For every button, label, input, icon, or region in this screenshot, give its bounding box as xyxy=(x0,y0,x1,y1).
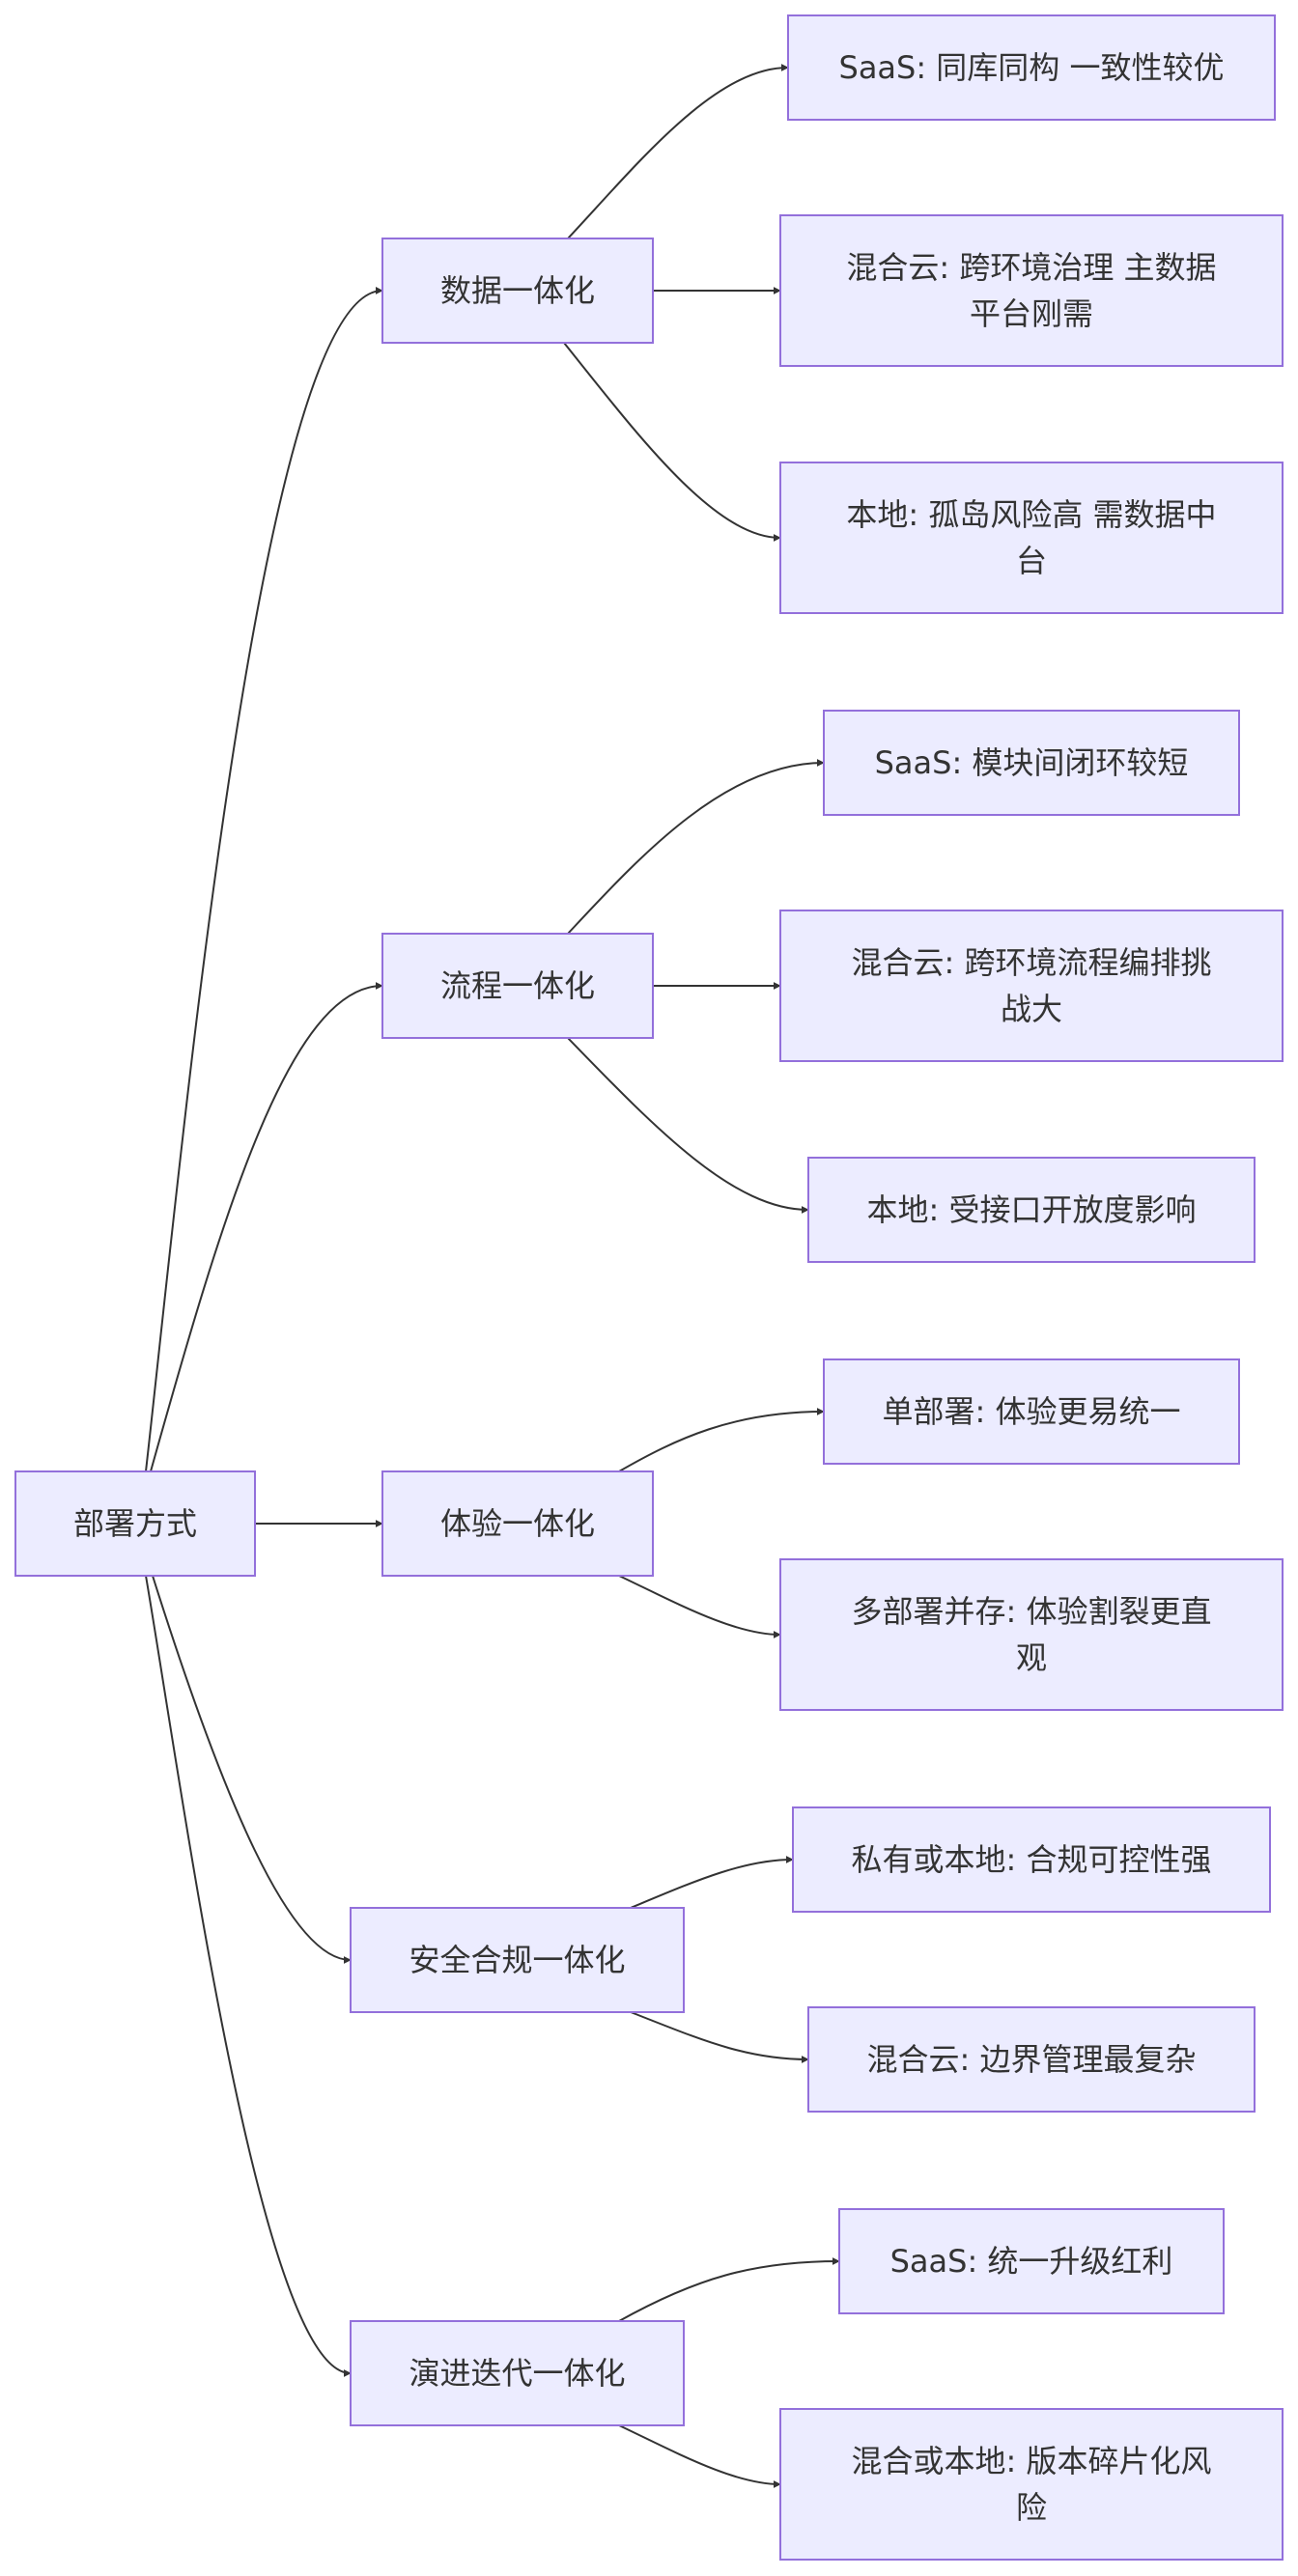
node-box xyxy=(779,910,1284,1062)
node-label-line: 险 xyxy=(1016,2489,1047,2526)
edge-root-proc xyxy=(150,982,383,1472)
edge-arrow xyxy=(563,342,781,542)
edge-arrow xyxy=(567,1037,809,1214)
node-p1: SaaS: 模块间闭环较短 xyxy=(823,710,1240,816)
node-label-line: 演进迭代一体化 xyxy=(409,2355,625,2392)
edge-exp-e1 xyxy=(618,1408,825,1472)
edge-arrow xyxy=(618,2424,781,2488)
node-box xyxy=(14,1470,256,1577)
node-d1: SaaS: 同库同构 一致性较优 xyxy=(787,14,1276,121)
edge-arrow xyxy=(618,1575,781,1638)
node-proc: 流程一体化 xyxy=(381,933,654,1039)
node-box xyxy=(807,2006,1256,2113)
node-evo: 演进迭代一体化 xyxy=(350,2320,685,2426)
edge-evo-v2 xyxy=(618,2424,781,2488)
edge-root-evo xyxy=(145,1575,352,2377)
node-box xyxy=(823,1358,1240,1465)
edge-arrow xyxy=(567,64,789,239)
node-label-line: SaaS: 模块间闭环较短 xyxy=(875,744,1189,781)
edge-root-data xyxy=(145,286,383,1472)
node-label-line: 私有或本地: 合规可控性强 xyxy=(852,1841,1212,1878)
edge-arrow xyxy=(618,1408,825,1472)
edge-root-sec xyxy=(152,1575,352,1964)
edge-evo-v1 xyxy=(618,2257,840,2322)
edge-sec-s2 xyxy=(630,2011,809,2063)
node-exp: 体验一体化 xyxy=(381,1470,654,1577)
edge-arrow xyxy=(152,1575,352,1964)
node-label-line: 台 xyxy=(1016,543,1047,579)
node-box xyxy=(823,710,1240,816)
node-box xyxy=(350,2320,685,2426)
edge-arrow xyxy=(618,2257,840,2322)
node-box xyxy=(381,933,654,1039)
node-label-line: 体验一体化 xyxy=(440,1505,595,1542)
node-box xyxy=(381,238,654,344)
node-box xyxy=(350,1907,685,2013)
node-label-line: 数据一体化 xyxy=(440,272,595,309)
node-box xyxy=(779,2408,1284,2561)
node-data: 数据一体化 xyxy=(381,238,654,344)
node-e1: 单部署: 体验更易统一 xyxy=(823,1358,1240,1465)
node-s1: 私有或本地: 合规可控性强 xyxy=(792,1806,1271,1913)
node-label-line: 本地: 受接口开放度影响 xyxy=(867,1191,1197,1228)
node-box xyxy=(787,14,1276,121)
node-label-line: 部署方式 xyxy=(73,1505,197,1542)
node-label-line: 混合云: 边界管理最复杂 xyxy=(867,2041,1197,2078)
node-label-line: 混合云: 跨环境流程编排挑 xyxy=(852,944,1212,981)
node-label-line: 流程一体化 xyxy=(440,967,595,1004)
edge-sec-s1 xyxy=(630,1856,794,1909)
node-box xyxy=(779,214,1284,367)
node-box xyxy=(381,1470,654,1577)
node-label-line: 平台刚需 xyxy=(970,295,1093,332)
node-s2: 混合云: 边界管理最复杂 xyxy=(807,2006,1256,2113)
edge-exp-e2 xyxy=(618,1575,781,1638)
node-label-line: 安全合规一体化 xyxy=(409,1942,625,1978)
node-box xyxy=(807,1157,1256,1263)
edge-arrow xyxy=(630,2011,809,2063)
node-sec: 安全合规一体化 xyxy=(350,1907,685,2013)
node-box xyxy=(838,2208,1225,2314)
edge-data-d1 xyxy=(567,64,789,239)
edge-arrow xyxy=(145,1575,352,2377)
node-root: 部署方式 xyxy=(14,1470,256,1577)
edge-arrow xyxy=(145,286,383,1472)
node-label-line: 混合或本地: 版本碎片化风 xyxy=(852,2443,1212,2479)
edges-layer xyxy=(145,64,840,2488)
node-label-line: 本地: 孤岛风险高 需数据中 xyxy=(846,496,1216,533)
node-box xyxy=(792,1806,1271,1913)
edge-proc-p3 xyxy=(567,1037,809,1214)
node-label-line: SaaS: 统一升级红利 xyxy=(890,2243,1173,2280)
node-label-line: 多部署并存: 体验割裂更直 xyxy=(852,1593,1212,1630)
node-label-line: 战大 xyxy=(1001,991,1062,1027)
node-label-line: 混合云: 跨环境治理 主数据 xyxy=(846,249,1216,286)
edge-arrow xyxy=(150,982,383,1472)
edge-proc-p1 xyxy=(567,759,825,935)
edge-data-d3 xyxy=(563,342,781,542)
edge-arrow xyxy=(630,1856,794,1909)
node-box xyxy=(779,1558,1284,1711)
node-label-line: 单部署: 体验更易统一 xyxy=(883,1393,1181,1430)
node-p3: 本地: 受接口开放度影响 xyxy=(807,1157,1256,1263)
node-label-line: 观 xyxy=(1016,1639,1047,1676)
node-v1: SaaS: 统一升级红利 xyxy=(838,2208,1225,2314)
node-label-line: SaaS: 同库同构 一致性较优 xyxy=(839,49,1225,86)
node-box xyxy=(779,462,1284,614)
edge-arrow xyxy=(567,759,825,935)
